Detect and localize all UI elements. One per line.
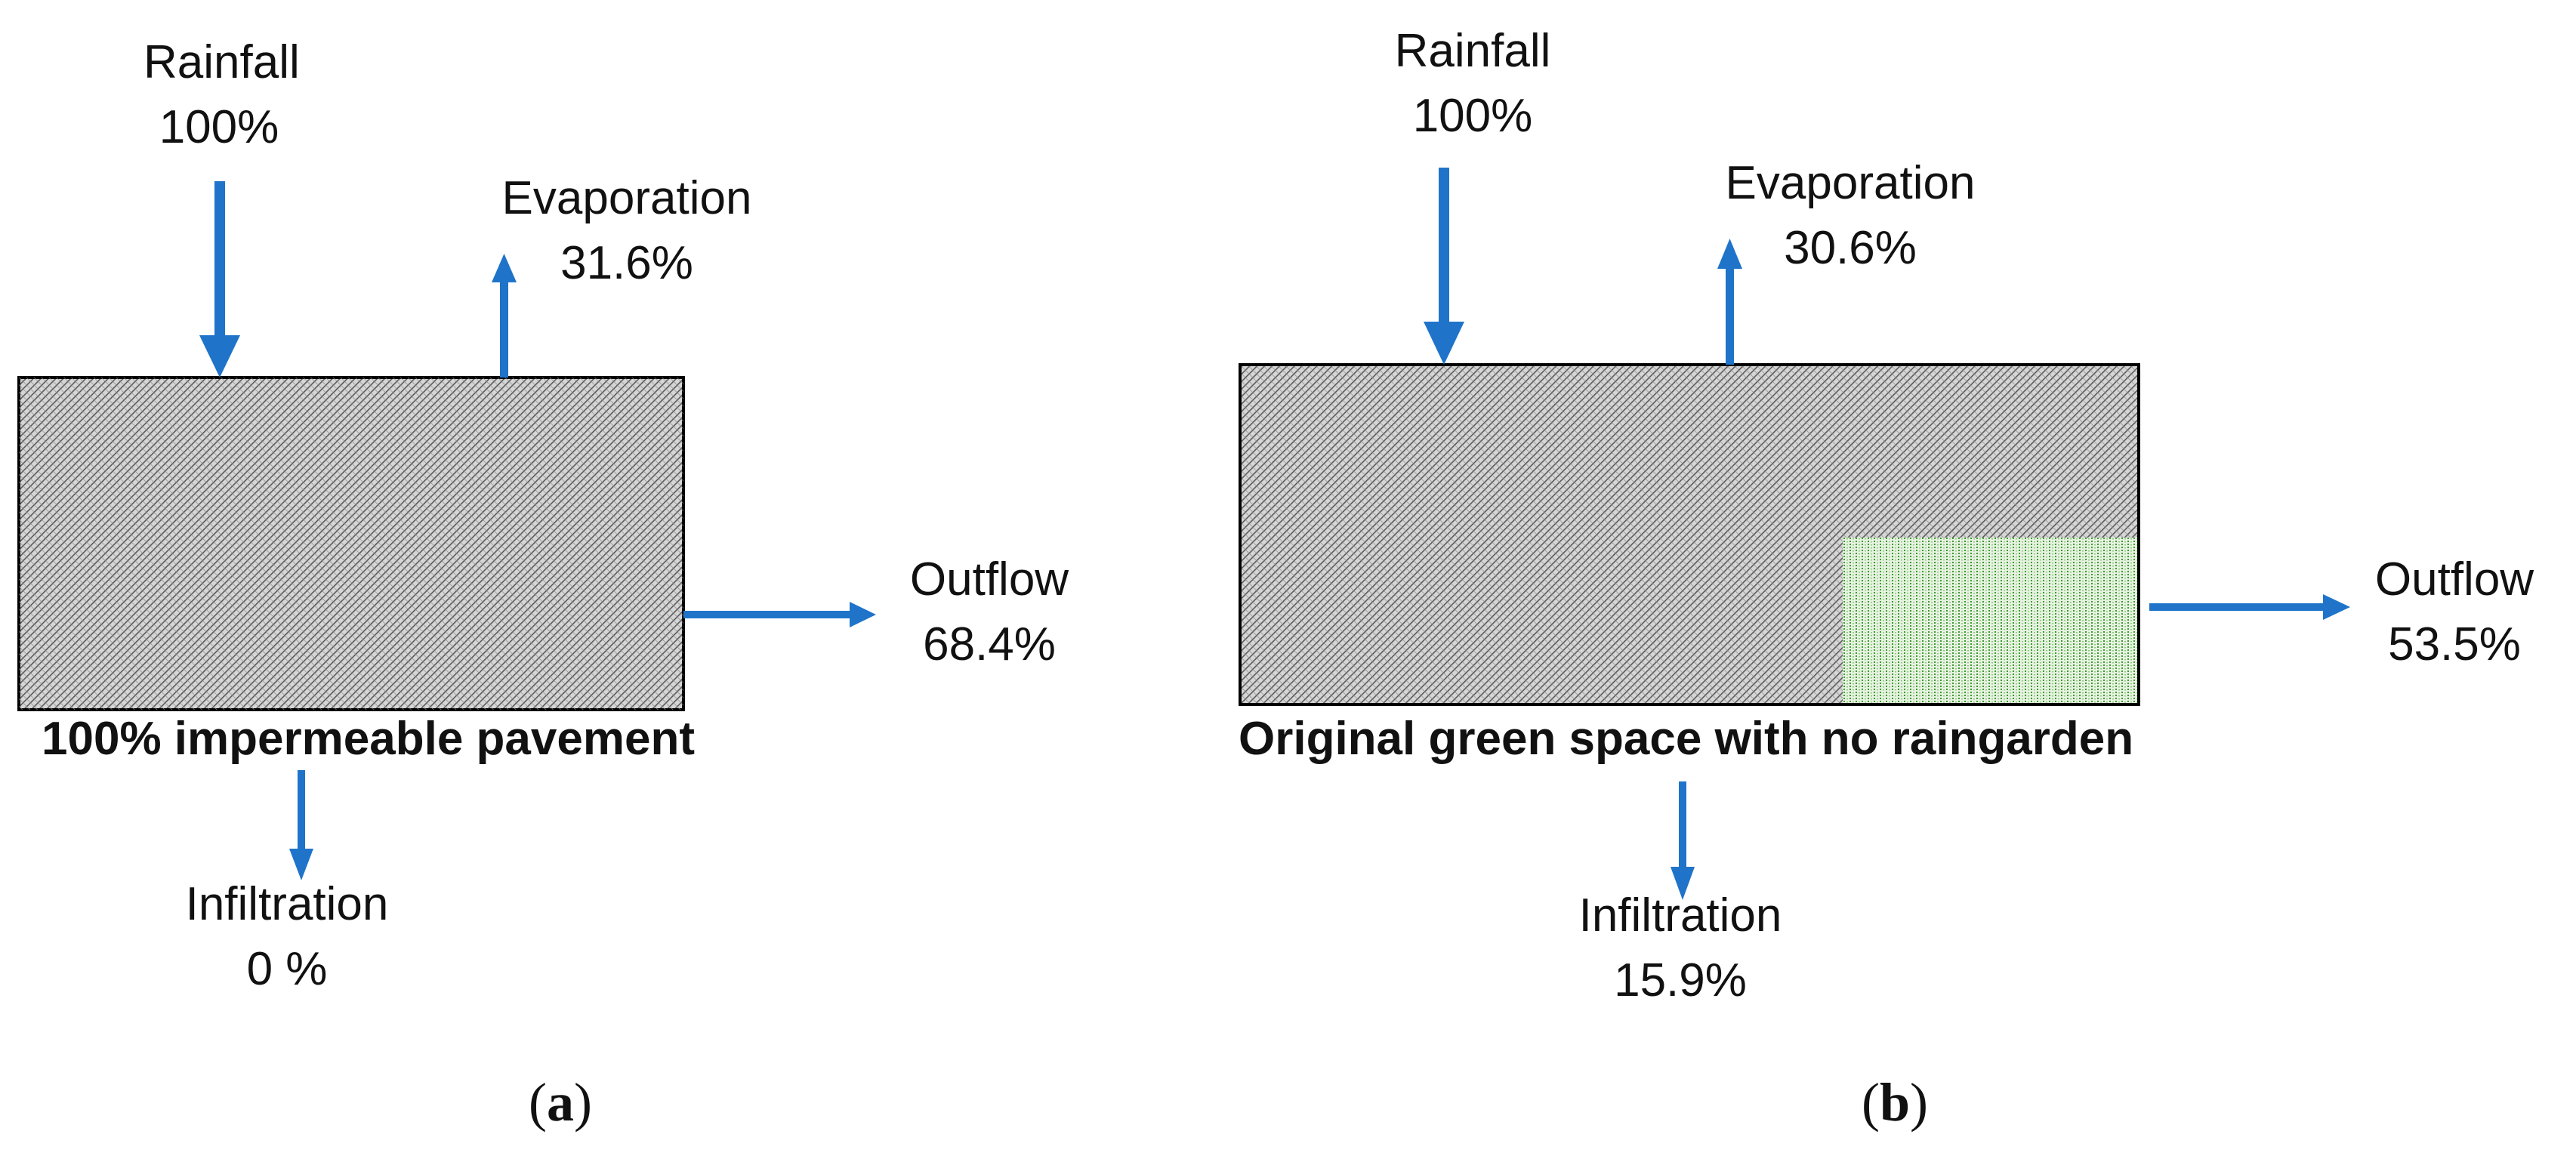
evaporation-label-b: Evaporation 30.6% xyxy=(1699,151,2001,281)
rainfall-value-b: 100% xyxy=(1412,90,1533,142)
rainfall-label-a: Rainfall 100% xyxy=(143,30,300,160)
outflow-arrow-a xyxy=(683,602,876,627)
infiltration-name-a: Infiltration xyxy=(185,878,389,930)
outflow-value-a: 68.4% xyxy=(923,618,1056,670)
outflow-arrow-b xyxy=(2149,594,2350,620)
infiltration-value-a: 0 % xyxy=(246,943,328,995)
evaporation-arrow-b xyxy=(1717,239,1742,365)
surface-label-a: 100% impermeable pavement xyxy=(42,713,695,765)
evaporation-label-a: Evaporation 31.6% xyxy=(476,166,778,296)
rainfall-arrow-a xyxy=(199,181,240,378)
subfigure-letter-b: b xyxy=(1879,1072,1911,1133)
rainfall-name-a: Rainfall xyxy=(143,36,300,88)
green-space-area xyxy=(1843,538,2137,703)
outflow-name-a: Outflow xyxy=(909,553,1069,606)
surface-label-b: Original green space with no raingarden xyxy=(1239,713,2134,765)
rainfall-label-b: Rainfall 100% xyxy=(1359,19,1586,149)
infiltration-arrow-a xyxy=(289,770,313,880)
subfigure-letter-a: a xyxy=(546,1072,574,1133)
subfigure-label-a: (a) xyxy=(529,1072,592,1133)
evaporation-value-a: 31.6% xyxy=(560,237,693,289)
rainfall-name-b: Rainfall xyxy=(1394,25,1551,77)
infiltration-label-b: Infiltration 15.9% xyxy=(1529,883,1831,1013)
infiltration-arrow-b xyxy=(1671,781,1695,900)
outflow-name-b: Outflow xyxy=(2374,553,2534,606)
evaporation-name-b: Evaporation xyxy=(1725,157,1976,209)
panel-a xyxy=(17,181,876,880)
infiltration-name-b: Infiltration xyxy=(1578,889,1782,942)
evaporation-name-a: Evaporation xyxy=(501,172,752,224)
outflow-label-a: Outflow 68.4% xyxy=(876,547,1103,677)
outflow-label-b: Outflow 53.5% xyxy=(2341,547,2568,677)
infiltration-label-a: Infiltration 0 % xyxy=(136,872,438,1002)
rainfall-value-a: 100% xyxy=(159,101,279,153)
evaporation-arrow-a xyxy=(492,254,517,378)
subfigure-label-b: (b) xyxy=(1862,1072,1929,1133)
infiltration-value-b: 15.9% xyxy=(1614,954,1747,1006)
rainfall-arrow-b xyxy=(1424,168,1464,365)
panel-b xyxy=(1239,168,2350,900)
evaporation-value-b: 30.6% xyxy=(1784,222,1917,274)
outflow-value-b: 53.5% xyxy=(2388,618,2521,670)
